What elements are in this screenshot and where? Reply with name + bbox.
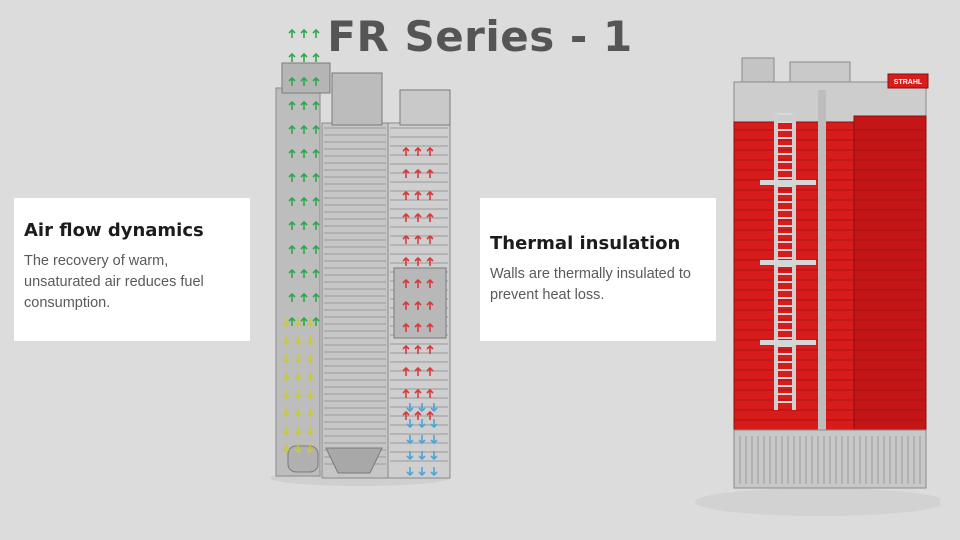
feature-text: The recovery of warm, unsaturated air re… <box>24 253 204 311</box>
feature-heading: Thermal insulation <box>490 233 681 254</box>
feature-card-airflow: Air flow dynamics The recovery of warm, … <box>14 198 250 341</box>
green-arrow-icon <box>288 28 320 326</box>
feature-card-thermal: Thermal insulation Walls are thermally i… <box>480 198 716 341</box>
brand-plate: STRAHL <box>894 79 923 86</box>
blue-arrow-icon <box>406 403 438 477</box>
slide-title: FR Series - 1 <box>327 12 633 61</box>
yellow-arrow-icon <box>282 318 314 454</box>
dryer-cutaway-image <box>270 28 451 486</box>
red-arrow-icon <box>402 146 434 420</box>
feature-text: Walls are thermally insulated to prevent… <box>490 266 691 303</box>
dryer-insulated-image: STRAHL <box>695 57 940 516</box>
feature-heading: Air flow dynamics <box>24 220 204 241</box>
